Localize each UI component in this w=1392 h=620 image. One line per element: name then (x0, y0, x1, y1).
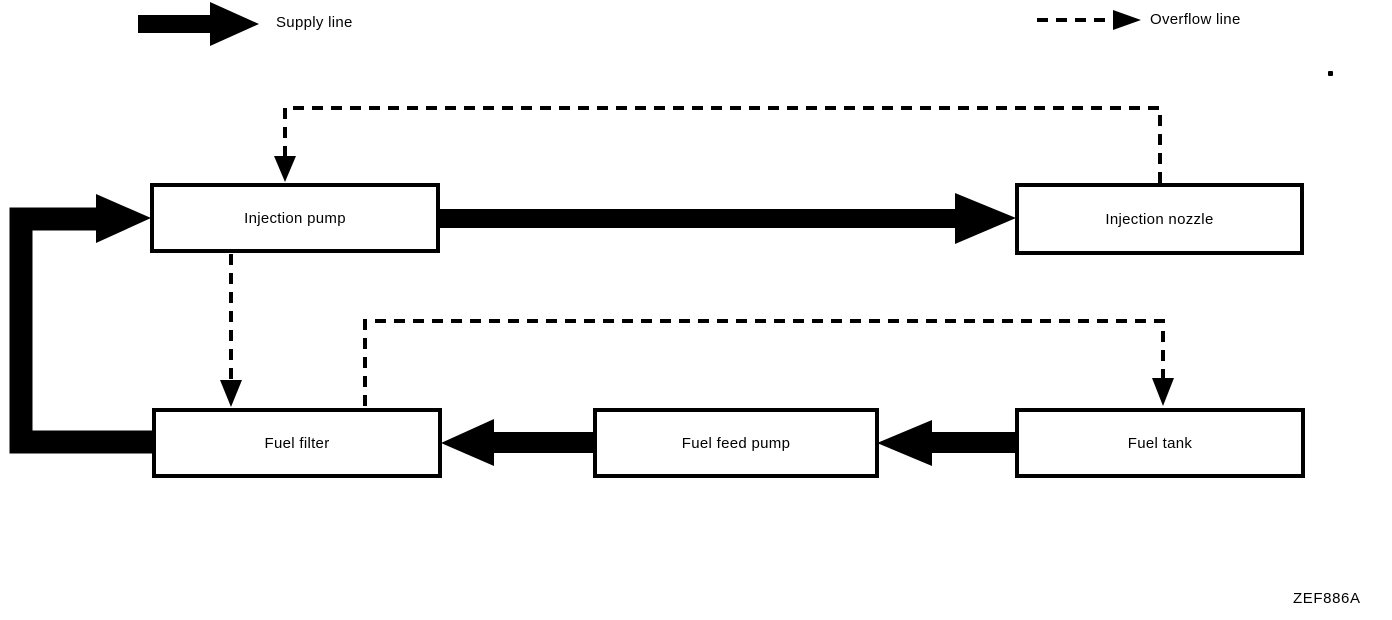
supply-line-tank-to-feed-pump (877, 420, 1017, 466)
scan-speck (1328, 71, 1333, 76)
legend-overflow-arrow-icon (1037, 10, 1141, 30)
node-injection-pump: Injection pump (150, 183, 440, 253)
supply-line-pump-to-nozzle (438, 193, 1016, 244)
legend-overflow-label: Overflow line (1150, 11, 1241, 28)
legend-supply-label: Supply line (276, 14, 353, 31)
node-fuel-filter: Fuel filter (152, 408, 442, 478)
supply-line-filter-to-pump (9, 194, 152, 454)
node-fuel-tank: Fuel tank (1015, 408, 1305, 478)
figure-code: ZEF886A (1293, 590, 1361, 607)
supply-line-feed-pump-to-filter (441, 419, 595, 466)
node-injection-nozzle: Injection nozzle (1015, 183, 1304, 255)
node-fuel-feed-pump: Fuel feed pump (593, 408, 879, 478)
overflow-line-nozzle-to-pump (274, 106, 1162, 183)
overflow-line-filter-to-tank (363, 319, 1174, 406)
legend-supply-arrow-icon (138, 2, 259, 46)
overflow-line-pump-to-filter (220, 254, 242, 407)
